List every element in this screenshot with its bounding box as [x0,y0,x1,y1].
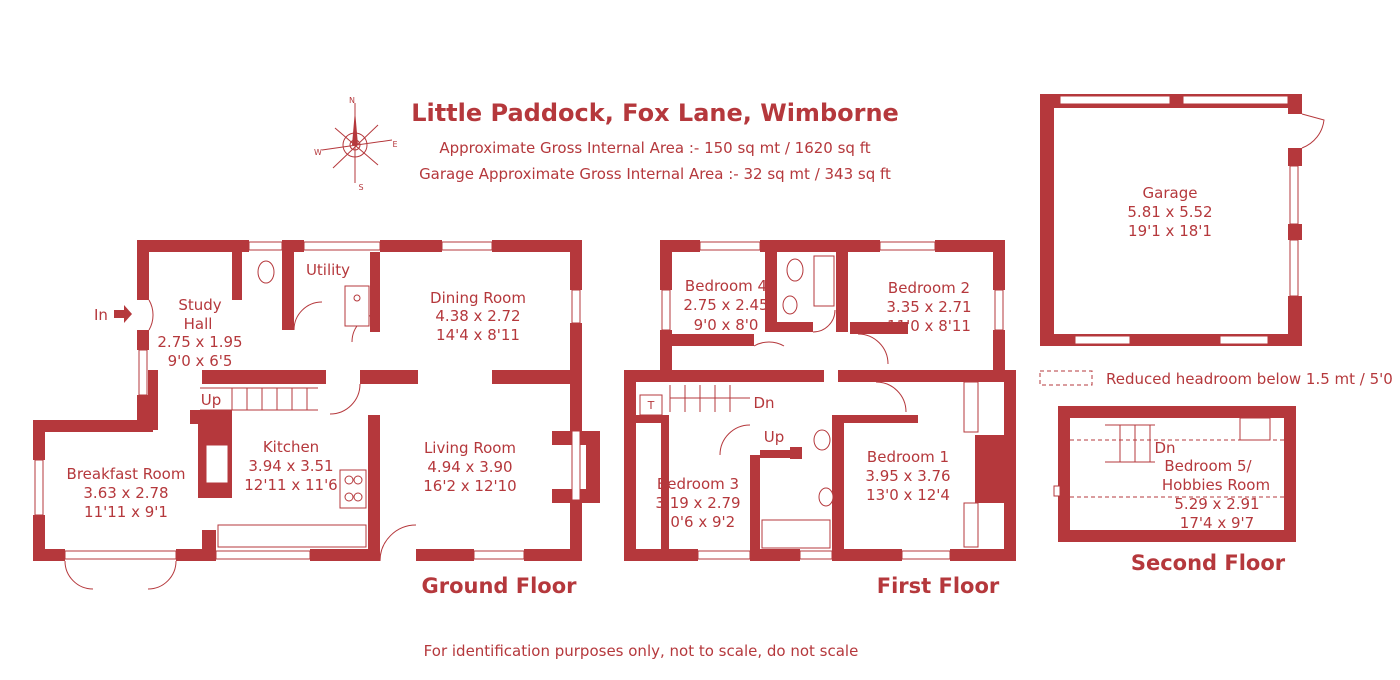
ground-floor-title: Ground Floor [421,574,577,598]
svg-text:3.63 x 2.78: 3.63 x 2.78 [83,484,168,502]
room-bedroom-1: Bedroom 1 3.95 x 3.76 13'0 x 12'4 [865,448,950,504]
room-bedroom-3: Bedroom 3 3.19 x 2.79 10'6 x 9'2 [655,475,740,531]
first-floor-title: First Floor [877,574,1000,598]
svg-text:14'4 x 8'11: 14'4 x 8'11 [436,326,520,344]
room-bedroom-5: Bedroom 5/ Hobbies Room 5.29 x 2.91 17'4… [1162,457,1270,532]
room-bedroom-4: Bedroom 4 2.75 x 2.45 9'0 x 8'0 [683,277,768,334]
compass-north: N [349,96,355,105]
room-study-hall: Study Hall 2.75 x 1.95 9'0 x 6'5 [157,296,242,370]
svg-text:10'6 x 9'2: 10'6 x 9'2 [661,513,735,531]
compass-east: E [392,140,397,149]
garage-area-line: Garage Approximate Gross Internal Area :… [419,165,891,183]
svg-text:5.29 x 2.91: 5.29 x 2.91 [1174,495,1259,513]
svg-text:2.75 x 1.95: 2.75 x 1.95 [157,333,242,351]
svg-text:11'11 x 9'1: 11'11 x 9'1 [84,503,168,521]
stairs-dn-second: Dn [1154,439,1175,457]
svg-text:Breakfast Room: Breakfast Room [67,465,186,483]
svg-text:19'1 x 18'1: 19'1 x 18'1 [1128,222,1212,240]
stairs-dn-first: Dn [753,394,774,412]
entrance-label: In [94,306,108,324]
svg-text:Bedroom 1: Bedroom 1 [867,448,949,466]
svg-text:4.38 x 2.72: 4.38 x 2.72 [435,307,520,325]
second-floor-title: Second Floor [1131,551,1286,575]
room-garage: Garage 5.81 x 5.52 19'1 x 18'1 [1127,184,1212,240]
svg-text:Hobbies Room: Hobbies Room [1162,476,1270,494]
svg-text:Bedroom 2: Bedroom 2 [888,279,970,297]
svg-text:9'0 x 6'5: 9'0 x 6'5 [168,352,233,370]
stairs-up-ground: Up [201,391,222,409]
legend-text: Reduced headroom below 1.5 mt / 5'0 [1106,370,1393,388]
svg-text:Hall: Hall [184,315,213,333]
svg-text:2.75 x 2.45: 2.75 x 2.45 [683,296,768,314]
svg-text:17'4 x 9'7: 17'4 x 9'7 [1180,514,1254,532]
garage-walls [1040,94,1325,346]
svg-text:Bedroom 3: Bedroom 3 [657,475,739,493]
disclaimer: For identification purposes only, not to… [424,642,859,660]
svg-text:5.81 x 5.52: 5.81 x 5.52 [1127,203,1212,221]
svg-text:3.35 x 2.71: 3.35 x 2.71 [886,298,971,316]
page-title: Little Paddock, Fox Lane, Wimborne [411,99,899,127]
compass-icon: N S E W [314,96,397,192]
area-line: Approximate Gross Internal Area :- 150 s… [439,139,870,157]
svg-text:13'0 x 12'4: 13'0 x 12'4 [866,486,950,504]
first-floor-fixtures: T [639,241,1004,560]
second-floor-walls [1053,406,1296,542]
ground-floor-walls [33,240,600,561]
room-breakfast: Breakfast Room 3.63 x 2.78 11'11 x 9'1 [67,465,186,521]
svg-text:Study: Study [178,296,221,314]
ground-floor-fixtures [34,241,581,590]
tank-label: T [647,399,655,412]
room-utility: Utility [306,261,350,279]
svg-text:Kitchen: Kitchen [263,438,319,456]
svg-text:3.95 x 3.76: 3.95 x 3.76 [865,467,950,485]
room-bedroom-2: Bedroom 2 3.35 x 2.71 11'0 x 8'11 [886,279,971,335]
svg-text:11'0 x 8'11: 11'0 x 8'11 [887,317,971,335]
svg-text:3.94 x 3.51: 3.94 x 3.51 [248,457,333,475]
svg-text:12'11 x 11'6: 12'11 x 11'6 [244,476,337,494]
headroom-legend: Reduced headroom below 1.5 mt / 5'0 [1039,370,1393,388]
svg-text:3.19 x 2.79: 3.19 x 2.79 [655,494,740,512]
svg-text:16'2 x 12'10: 16'2 x 12'10 [423,477,516,495]
entrance-arrow-icon [114,305,132,323]
svg-text:Garage: Garage [1143,184,1198,202]
compass-south: S [358,183,363,192]
svg-text:Bedroom 5/: Bedroom 5/ [1164,457,1252,475]
svg-text:4.94 x 3.90: 4.94 x 3.90 [427,458,512,476]
compass-west: W [314,148,322,157]
room-dining: Dining Room 4.38 x 2.72 14'4 x 8'11 [430,289,526,344]
svg-text:Dining Room: Dining Room [430,289,526,307]
room-living: Living Room 4.94 x 3.90 16'2 x 12'10 [423,439,516,495]
first-floor-walls [624,240,1016,561]
svg-text:Bedroom 4: Bedroom 4 [685,277,767,295]
stairs-up-first: Up [764,428,785,446]
room-kitchen: Kitchen 3.94 x 3.51 12'11 x 11'6 [244,438,337,494]
svg-text:Living Room: Living Room [424,439,516,457]
svg-text:9'0 x 8'0: 9'0 x 8'0 [694,316,759,334]
